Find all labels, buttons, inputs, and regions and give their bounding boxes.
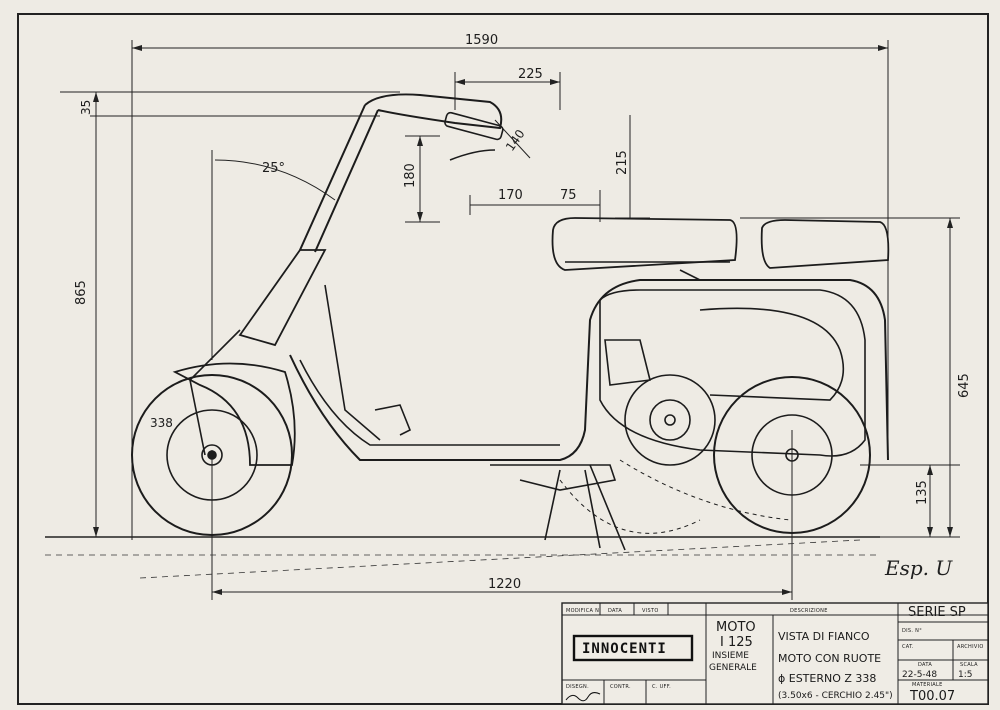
- model-line-1: MOTO: [716, 620, 756, 635]
- dim-overall-height: 865: [74, 280, 89, 305]
- desc-line-2: MOTO CON RUOTE: [778, 652, 881, 665]
- scooter-side-view: [131, 93, 890, 551]
- front-wheel: [131, 374, 293, 536]
- header-data2: DATA: [918, 662, 932, 668]
- dim-overall-length: 1590: [465, 33, 498, 48]
- engine-cover: [599, 289, 866, 457]
- dim-handlebar-drop: 35: [79, 100, 93, 115]
- rear-wheel: [713, 376, 871, 534]
- dim-handlebar-offset: 225: [518, 67, 543, 82]
- header-descrizione: DESCRIZIONE: [790, 608, 828, 614]
- header-scala: SCALA: [960, 662, 978, 668]
- series-label: SERIE SP: [908, 605, 966, 620]
- brake-lever: [449, 149, 496, 161]
- dim-seat-offset-b: 75: [560, 188, 577, 203]
- rear-seat: [760, 219, 890, 269]
- dimension-arrows: [93, 45, 953, 595]
- front-mudguard: [172, 362, 296, 466]
- header-cat: CAT.: [902, 644, 914, 650]
- handlebar-grip: [444, 111, 504, 141]
- drawing-frame: [17, 13, 989, 705]
- seat-base: [565, 261, 730, 281]
- header-disegn: DISEGN.: [566, 684, 589, 690]
- dim-steering-height: 180: [403, 163, 418, 188]
- assembly-line-1: INSIEME: [712, 651, 749, 661]
- handwritten-note: Esp. U: [884, 556, 953, 580]
- carburetor: [604, 339, 651, 386]
- dim-seat-offset-a: 170: [498, 188, 523, 203]
- exhaust: [490, 464, 617, 491]
- header-visto: VISTO: [642, 608, 659, 614]
- frame-tube: [289, 279, 889, 461]
- frame-strut: [324, 284, 381, 441]
- desc-line-4: (3.50x6 - CERCHIO 2.45"): [778, 691, 893, 701]
- assembly-line-2: GENERALE: [709, 663, 757, 673]
- center-stand: [544, 464, 626, 551]
- dim-seat-height: 645: [957, 373, 972, 398]
- title-block: MODIFICA N. DATA VISTO DESCRIZIONE DISEG…: [561, 602, 989, 705]
- reference-lines: [45, 539, 880, 579]
- engine-cover-panel: [699, 307, 845, 401]
- header-dis-n: DIS. N°: [902, 628, 922, 634]
- dim-ground-clearance: 135: [915, 480, 930, 505]
- handlebar-stem: [299, 104, 379, 253]
- model-line-2: I 125: [720, 635, 753, 650]
- dim-wheelbase: 1220: [488, 577, 521, 592]
- dim-steering-angle: 25°: [262, 161, 285, 176]
- header-data: DATA: [608, 608, 622, 614]
- date-value: 22-5-48: [902, 670, 937, 680]
- header-materiale: MATERIALE: [912, 682, 943, 688]
- header-modifica: MODIFICA N.: [566, 608, 601, 614]
- dim-seat-gap: 215: [615, 150, 630, 175]
- desc-line-3: ϕ ESTERNO Z 338: [778, 672, 876, 685]
- frame-inner: [299, 359, 560, 446]
- steering-column: [238, 249, 327, 347]
- front-seat: [551, 217, 738, 271]
- front-fork: [189, 329, 241, 456]
- dimension-lines: [60, 40, 960, 600]
- dim-wheel-diameter: 338: [150, 416, 173, 430]
- designer-signature: [565, 692, 601, 702]
- company-stamp-border: [572, 634, 694, 662]
- company-name: INNOCENTI: [582, 641, 667, 657]
- header-contr: CONTR.: [610, 684, 631, 690]
- handlebar: [364, 93, 503, 130]
- dim-grip-width: 140: [503, 127, 528, 154]
- desc-line-1: VISTA DI FIANCO: [778, 630, 870, 643]
- foot-pedal: [374, 404, 412, 436]
- header-archivio: ARCHIVIO: [957, 644, 984, 650]
- drawing-code: T00.07: [909, 689, 955, 704]
- scale-value: 1:5: [958, 670, 972, 680]
- header-c-uff: C. UFF.: [652, 684, 671, 690]
- engine-flywheel: [624, 374, 716, 466]
